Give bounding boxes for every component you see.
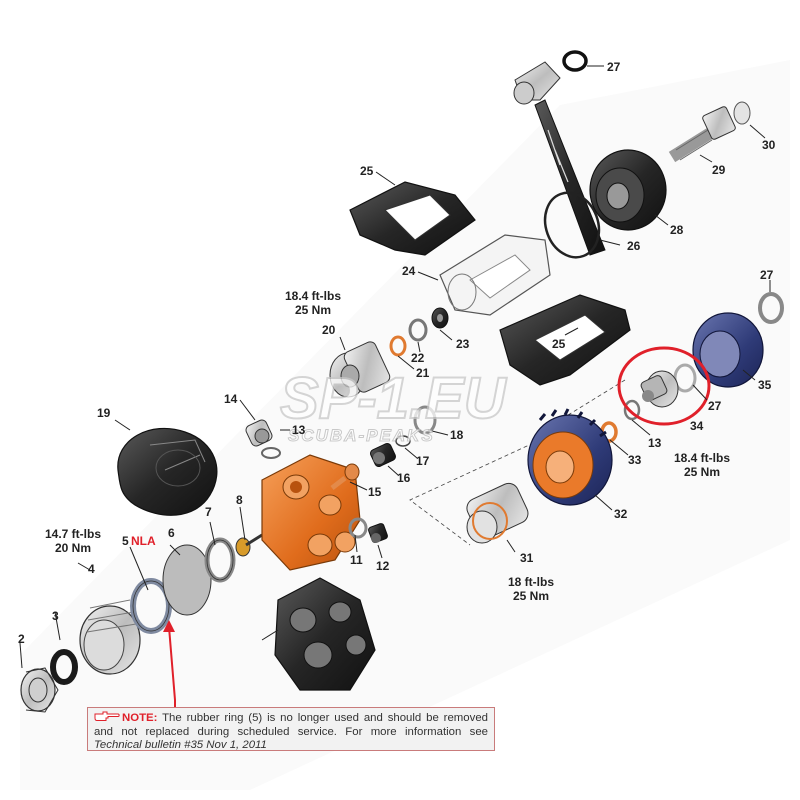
part-label-28: 28: [670, 223, 684, 237]
part-14-fitting: [245, 419, 273, 447]
part-8-pin: [235, 533, 263, 557]
part-label-5: 5: [122, 534, 129, 548]
part-label-27-right: 27: [760, 268, 774, 282]
part-13-small-oring: [623, 399, 641, 421]
part-label-29: 29: [712, 163, 726, 177]
part-2-seat: [20, 667, 59, 713]
part-label-33: 33: [628, 453, 642, 467]
part-7-washer: [204, 537, 236, 583]
part-label-17: 17: [416, 454, 430, 468]
part-label-25-lower: 25: [552, 337, 566, 351]
part-label-20: 20: [322, 323, 336, 337]
part-label-6: 6: [168, 526, 175, 540]
part-25-lower-bracket: [499, 294, 631, 386]
part-4-retainer: [79, 599, 141, 675]
dark-lower-housing: [274, 577, 376, 691]
part-label-34: 34: [690, 419, 704, 433]
part-label-15: 15: [368, 485, 382, 499]
part-label-31: 31: [520, 551, 534, 565]
part-label-25-upper: 25: [360, 164, 374, 178]
part-28-knob: [589, 149, 667, 231]
watermark-main: SP-1.EU: [280, 366, 508, 431]
part-12-plug: [368, 523, 388, 543]
torque-34-line2: 25 Nm: [684, 465, 720, 479]
assembly-axis: [559, 379, 626, 421]
part-label-18: 18: [450, 428, 464, 442]
watermark-sub: SCUBA-PEAKS: [288, 426, 435, 445]
part-label-11: 11: [350, 553, 363, 567]
part-label-30: 30: [762, 138, 776, 152]
part-label-4: 4: [88, 562, 95, 576]
torque-4-line2: 20 Nm: [55, 541, 91, 555]
part-label-19: 19: [97, 406, 111, 420]
part-label-32: 32: [614, 507, 628, 521]
part-label-8: 8: [236, 493, 243, 507]
torque-31-line2: 25 Nm: [513, 589, 549, 603]
part-15-screw: [330, 463, 360, 490]
part-label-27-center: 27: [708, 399, 722, 413]
part-label-27-top: 27: [607, 60, 621, 74]
part-label-22: 22: [411, 351, 425, 365]
note-arrow: [163, 620, 176, 710]
part-label-3: 3: [52, 609, 59, 623]
torque-4-line1: 14.7 ft-lbs: [45, 527, 101, 541]
part-6-diaphragm: [162, 544, 212, 616]
part-18-ring: [413, 405, 437, 435]
highlight-circle: [617, 346, 711, 426]
part-30-washer: [733, 101, 751, 125]
part-label-24: 24: [402, 264, 416, 278]
part-23-nut: [431, 307, 449, 329]
part-label-13-right: 13: [648, 436, 662, 450]
part-label-14: 14: [224, 392, 238, 406]
part-24-frame: [439, 234, 551, 316]
part-26-large-oring: [543, 191, 601, 259]
part-27-right-washer: [758, 292, 784, 324]
part-20-fitting: [329, 341, 391, 398]
part-27-top-oring: [562, 50, 588, 72]
torque-31-line1: 18 ft-lbs: [508, 575, 554, 589]
yoke-lever: [513, 61, 606, 256]
part-25-upper-bracket: [349, 181, 476, 256]
part-31-fitting: [466, 482, 529, 544]
part-21-oring: [389, 335, 407, 357]
part-label-12: 12: [376, 559, 390, 573]
part-label-35: 35: [758, 378, 772, 392]
part-11-washer: [348, 517, 368, 539]
part-22-washer: [408, 318, 428, 342]
service-note: NOTE: The rubber ring (5) is no longer u…: [87, 707, 495, 751]
note-label: NOTE:: [122, 712, 158, 724]
part-34-fitting: [640, 370, 679, 408]
part-17-oring: [395, 435, 411, 447]
part-16-fitting: [370, 443, 396, 467]
part-label-7: 7: [205, 505, 212, 519]
part-label-21: 21: [416, 366, 430, 380]
part-35-blue-nut: [692, 312, 764, 388]
part-label-2: 2: [18, 632, 25, 646]
assembly-axis: [409, 439, 541, 546]
torque-34-line1: 18.4 ft-lbs: [674, 451, 730, 465]
part-29-bolt: [668, 106, 736, 163]
part-13-oring: [261, 447, 281, 459]
note-text: The rubber ring (5) is no longer used an…: [94, 712, 488, 738]
part-5-rubber-ring: [130, 578, 172, 634]
part-label-23: 23: [456, 337, 470, 351]
part-label-16: 16: [397, 471, 411, 485]
part-3-oring: [50, 649, 78, 685]
part-19-front-cover: [117, 427, 218, 516]
part-label-13: 13: [292, 423, 306, 437]
note-bulletin-reference: Technical bulletin #35 Nov 1, 2011: [94, 739, 267, 752]
nla-label: NLA: [131, 534, 156, 548]
leader-lines: [19, 65, 771, 669]
pointing-hand-icon: [94, 711, 120, 721]
torque-20-line1: 18.4 ft-lbs: [285, 289, 341, 303]
part-32-gear-nut: [527, 408, 613, 506]
part-label-26: 26: [627, 239, 641, 253]
torque-20-line2: 25 Nm: [295, 303, 331, 317]
